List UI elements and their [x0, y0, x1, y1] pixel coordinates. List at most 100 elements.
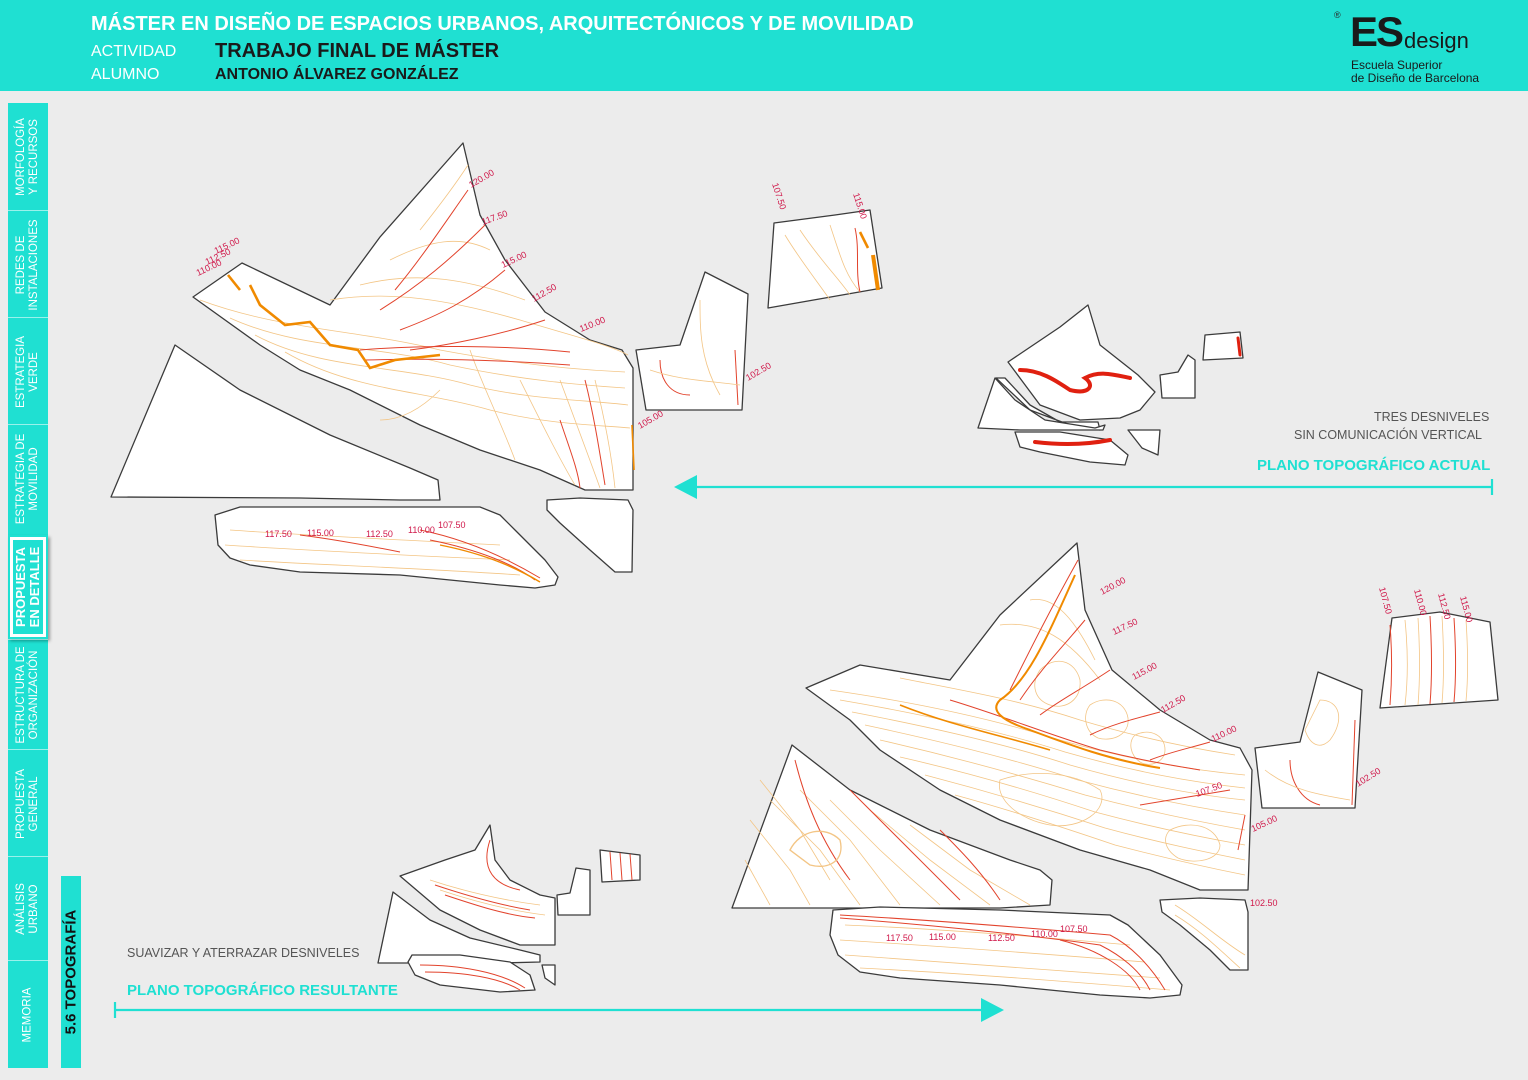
contour-line: [559, 419, 581, 489]
contour-label: 105.00: [1250, 813, 1279, 834]
logo-design: design: [1404, 28, 1469, 53]
contour-line: [734, 349, 739, 406]
contour-label: 107.50: [770, 182, 788, 211]
contour-ring: [998, 773, 1103, 827]
contour-line: [899, 704, 1051, 751]
inset-block: [1007, 304, 1156, 421]
contour-line: [424, 971, 521, 991]
contour-line: [1089, 711, 1161, 736]
contour-ring: [789, 830, 842, 867]
contour-label: 107.50: [1377, 586, 1394, 615]
inset-block: [995, 377, 1101, 431]
contour-line: [1059, 939, 1141, 991]
contour-line: [559, 379, 601, 489]
contour-line: [649, 369, 741, 386]
contour-line: [1029, 598, 1096, 661]
contour-line: [1039, 669, 1111, 716]
contour-line: [869, 809, 991, 906]
contour-label: 112.50: [1159, 693, 1187, 715]
contour-line: [844, 954, 1161, 979]
result-inset: [377, 824, 641, 993]
contour-line: [379, 224, 486, 311]
registered-mark: ®: [1334, 10, 1341, 20]
contour-line: [248, 284, 441, 370]
contour-line: [224, 544, 511, 561]
contour-label: 110.00: [1031, 929, 1058, 939]
inset-block: [1159, 354, 1196, 399]
current-plan-title: PLANO TOPOGRÁFICO ACTUAL: [1257, 457, 1491, 474]
contour-line: [284, 351, 631, 429]
contour-line: [329, 295, 629, 356]
contour-label: 112.50: [366, 529, 393, 539]
contour-line: [1417, 617, 1420, 706]
sidebar-item-memoria[interactable]: MEMORIA: [8, 960, 48, 1069]
contour-line: [871, 254, 880, 291]
contour-line: [864, 724, 1246, 816]
contour-line: [1404, 619, 1408, 706]
contour-line: [359, 277, 526, 301]
contour-line: [299, 534, 401, 553]
contour-label: 102.50: [1354, 766, 1383, 789]
contour-line: [799, 229, 851, 296]
contour-line: [744, 859, 771, 906]
contour-line: [239, 559, 521, 576]
contour-label: 117.50: [886, 933, 913, 943]
contour-line: [399, 269, 506, 331]
contour-label: 102.50: [744, 360, 773, 382]
contour-label: 120.00: [1098, 575, 1127, 597]
current-plan-note-1: TRES DESNIVELES: [1374, 410, 1490, 424]
contour-line: [364, 358, 571, 366]
contour-label: 107.50: [1060, 924, 1088, 934]
inset-block: [541, 964, 556, 986]
block-strip: [214, 506, 559, 589]
block-triangle: [546, 497, 634, 573]
contour-label: 112.50: [988, 933, 1015, 943]
contour-line: [839, 699, 1246, 789]
contour-label: 117.50: [265, 529, 292, 539]
block-north: [805, 542, 1253, 891]
contour-label: 120.00: [467, 167, 496, 189]
contour-line: [829, 799, 941, 906]
contour-ring: [1304, 699, 1339, 746]
contour-line: [434, 884, 531, 911]
contour-line: [609, 851, 613, 881]
contour-line: [794, 759, 851, 881]
contour-line: [594, 379, 616, 489]
contour-line: [444, 894, 536, 919]
contour-line: [439, 889, 546, 916]
contour-line: [519, 379, 576, 486]
header-bar: MÁSTER EN DISEÑO DE ESPACIOS URBANOS, AR…: [0, 0, 1528, 91]
contour-line: [844, 924, 1131, 946]
inset-block: [977, 377, 1106, 431]
contour-line: [419, 964, 526, 989]
contour-line: [995, 574, 1161, 769]
contour-line: [409, 319, 546, 351]
contour-line: [839, 939, 1146, 963]
contour-label: 115.00: [1130, 660, 1158, 681]
contour-line: [749, 819, 811, 906]
contour-line: [631, 424, 635, 471]
contour-line: [769, 799, 861, 906]
contour-label: 102.50: [1250, 898, 1278, 908]
inset-block: [1014, 431, 1129, 466]
contour-line: [254, 334, 629, 406]
contour-line: [1441, 615, 1444, 704]
contour-label: 110.00: [578, 315, 607, 334]
result-plan-note: SUAVIZAR Y ATERRAZAR DESNIVELES: [127, 946, 360, 960]
current-plan-note-2: SIN COMUNICACIÓN VERTICAL: [1294, 428, 1482, 442]
contour-label: 110.00: [1210, 723, 1239, 743]
inset-block: [556, 867, 591, 916]
contour-line: [954, 794, 1246, 876]
contour-line: [939, 829, 1001, 901]
contour-line: [1149, 741, 1211, 761]
current-inset: [977, 304, 1244, 466]
